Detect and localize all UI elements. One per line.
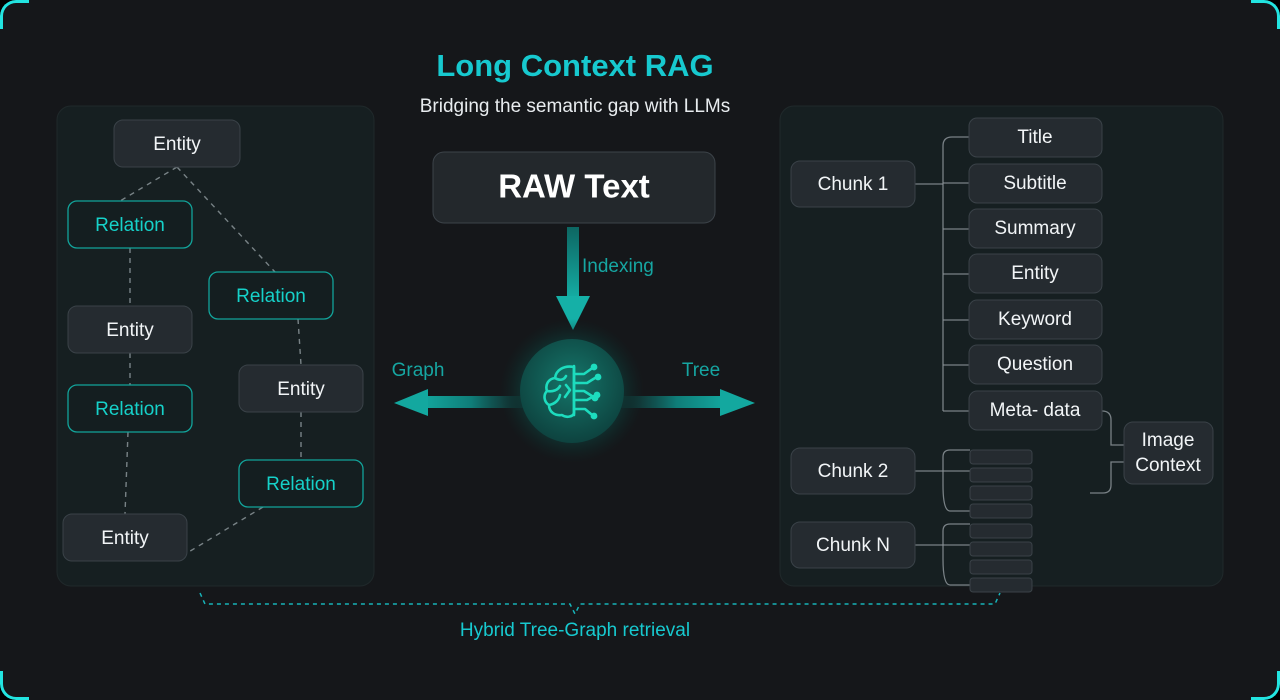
tree-connectors — [915, 136, 1124, 586]
image-context-node[interactable]: Image Context — [1123, 421, 1214, 485]
attribute-entity-box[interactable] — [968, 253, 1103, 294]
attribute-title-box[interactable] — [968, 117, 1103, 158]
indexing-label: Indexing — [582, 256, 654, 277]
hybrid-retrieval-bracket — [199, 592, 1001, 616]
tree-edge-chunkn-bar1 — [942, 523, 970, 532]
attribute-keyword-label: Keyword — [998, 309, 1072, 330]
entity-4-box[interactable] — [62, 513, 188, 562]
graph-edge-r4-e4 — [186, 506, 264, 554]
graph-edge-e1-r1 — [109, 166, 178, 208]
page-title: Long Context RAG — [436, 48, 713, 83]
attribute-subtitle-box[interactable] — [968, 163, 1103, 204]
chunk-2-label: Chunk 2 — [818, 461, 889, 482]
chunk-attributes: Title Subtitle Summary Entity Keyword Qu… — [968, 117, 1103, 431]
chunk-n-box[interactable] — [790, 521, 916, 569]
chunk-1-label: Chunk 1 — [818, 174, 889, 195]
attribute-title-label: Title — [1017, 127, 1052, 148]
graph-edge-r2-e3 — [297, 318, 302, 366]
chunk-2-node[interactable]: Chunk 2 — [790, 447, 916, 495]
relation-3-label: Relation — [95, 399, 165, 420]
graph-node-relation-3[interactable]: Relation — [67, 384, 193, 433]
graph-edge-r3-e4 — [124, 431, 129, 515]
tree-edge-chunk2-bar4 — [942, 484, 970, 512]
attribute-entity-label: Entity — [1011, 263, 1059, 284]
image-context-label-line1: Image — [1142, 430, 1195, 451]
attribute-metadata-label: Meta- data — [990, 400, 1081, 421]
tree-edge-metadata-to-image-context — [1101, 410, 1124, 446]
footer-caption: Hybrid Tree-Graph retrieval — [460, 620, 690, 641]
raw-text-box[interactable] — [432, 151, 716, 224]
chunk-2-box[interactable] — [790, 447, 916, 495]
graph-node-relation-1[interactable]: Relation — [67, 200, 193, 249]
chunk-1-node[interactable]: Chunk 1 — [790, 160, 916, 208]
attribute-subtitle[interactable]: Subtitle — [968, 163, 1103, 204]
attribute-summary-box[interactable] — [968, 208, 1103, 249]
relation-1-label: Relation — [95, 215, 165, 236]
entity-2-label: Entity — [106, 320, 154, 341]
attribute-question-label: Question — [997, 354, 1073, 375]
graph-nodes: Entity Relation Relation Entity Entity R… — [62, 119, 364, 562]
entity-3-label: Entity — [277, 379, 325, 400]
tree-edge-chunkn-bar4 — [942, 558, 970, 586]
graph-node-relation-2[interactable]: Relation — [208, 271, 334, 320]
attribute-metadata[interactable]: Meta- data — [968, 390, 1103, 431]
relation-2-label: Relation — [236, 286, 306, 307]
attribute-subtitle-label: Subtitle — [1003, 173, 1066, 194]
image-context-box[interactable] — [1123, 421, 1214, 485]
tree-edge-image-context-lower — [1090, 461, 1124, 494]
graph-node-entity-1[interactable]: Entity — [113, 119, 241, 168]
relation-4-label: Relation — [266, 474, 336, 495]
chunk-2-bar-2 — [969, 467, 1033, 483]
entity-1-label: Entity — [153, 134, 201, 155]
attribute-question-box[interactable] — [968, 344, 1103, 385]
graph-node-entity-3[interactable]: Entity — [238, 364, 364, 413]
entity-3-box[interactable] — [238, 364, 364, 413]
attribute-title[interactable]: Title — [968, 117, 1103, 158]
tree-edge-attr-title — [942, 136, 969, 147]
attribute-summary[interactable]: Summary — [968, 208, 1103, 249]
indexing-arrow — [556, 227, 590, 330]
chunk-2-bar-3 — [969, 485, 1033, 501]
attribute-keyword-box[interactable] — [968, 299, 1103, 340]
chunk-n-placeholder-bars — [969, 523, 1033, 593]
graph-edge-e1-r2 — [176, 166, 276, 273]
attribute-entity[interactable]: Entity — [968, 253, 1103, 294]
graph-edges — [109, 166, 302, 554]
attribute-question[interactable]: Question — [968, 344, 1103, 385]
tree-arrow-label: Tree — [682, 360, 720, 381]
entity-2-box[interactable] — [67, 305, 193, 354]
chunk-1-box[interactable] — [790, 160, 916, 208]
raw-text-label: RAW Text — [498, 168, 650, 205]
chunk-n-bar-2 — [969, 541, 1033, 557]
chunk-2-bar-1 — [969, 449, 1033, 465]
center-pipeline: RAW Text Indexing Graph Tree — [392, 151, 755, 463]
relation-1-box[interactable] — [67, 200, 193, 249]
relation-2-box[interactable] — [208, 271, 334, 320]
page-subtitle: Bridging the semantic gap with LLMs — [420, 96, 731, 117]
entity-4-label: Entity — [101, 528, 149, 549]
bracket-path — [199, 592, 1001, 616]
chunk-n-bar-1 — [969, 523, 1033, 539]
graph-node-entity-2[interactable]: Entity — [67, 305, 193, 354]
chunk-2-placeholder-bars — [969, 449, 1033, 519]
relation-4-box[interactable] — [238, 459, 364, 508]
attribute-metadata-box[interactable] — [968, 390, 1103, 431]
relation-3-box[interactable] — [67, 384, 193, 433]
tree-edge-chunk2-bar1 — [942, 449, 970, 458]
graph-node-entity-4[interactable]: Entity — [62, 513, 188, 562]
chunk-2-bar-4 — [969, 503, 1033, 519]
entity-1-box[interactable] — [113, 119, 241, 168]
chunk-n-bar-3 — [969, 559, 1033, 575]
chunk-n-label: Chunk N — [816, 535, 890, 556]
chunk-n-bar-4 — [969, 577, 1033, 593]
brain-circuit-icon[interactable] — [500, 319, 644, 463]
attribute-summary-label: Summary — [994, 218, 1076, 239]
image-context-label-line2: Context — [1135, 455, 1201, 476]
tree-chunks: Chunk 1 Chunk 2 Chunk N — [790, 160, 916, 569]
chunk-n-node[interactable]: Chunk N — [790, 521, 916, 569]
graph-arrow-label: Graph — [392, 360, 445, 381]
attribute-keyword[interactable]: Keyword — [968, 299, 1103, 340]
graph-node-relation-4[interactable]: Relation — [238, 459, 364, 508]
